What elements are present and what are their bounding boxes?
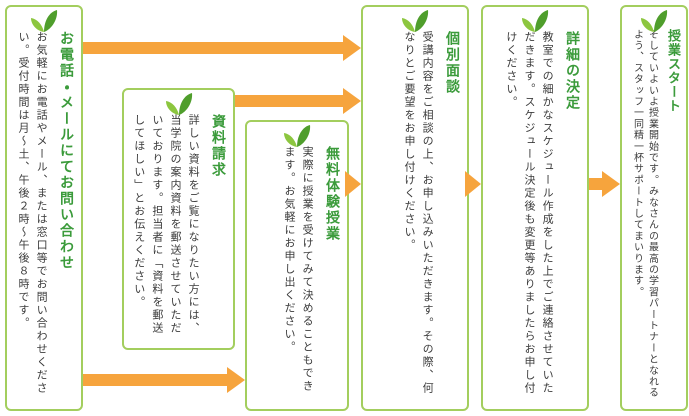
arrow-interview-to-details: [465, 171, 481, 197]
step-body: 実際に授業を受けてみて決めることもできます。お気軽にお申し出ください。: [282, 146, 315, 393]
step-body: そしていよいよ授業開始です。みなさんの最高の学習パートナーとなれるよう、スタッフ…: [631, 29, 658, 399]
step-title: 詳細の決定: [564, 31, 580, 111]
sprout-icon: [639, 9, 669, 33]
arrow-contact-to-interview: [83, 35, 361, 61]
sprout-icon: [282, 124, 312, 148]
step-free-trial-lesson: 無料体験授業 実際に授業を受けてみて決めることもできます。お気軽にお申し出くださ…: [245, 120, 349, 411]
step-interview: 個別面談 受講内容をご相談の上、お申し込みいただきます。その際、何なりとご要望を…: [361, 5, 469, 411]
arrow-details-to-start: [589, 171, 620, 197]
step-title: 資料請求: [210, 114, 226, 178]
step-title: 授業スタート: [665, 29, 680, 113]
step-contact: お電話・メールにてお問い合わせ お気軽にお電話やメール、または窓口等でお問い合わ…: [5, 5, 83, 411]
step-body: 教室での細かなスケジュール作成をした上でご連絡させていただきます。スケジュール決…: [504, 31, 555, 395]
step-schedule-decision: 詳細の決定 教室での細かなスケジュール作成をした上でご連絡させていただきます。ス…: [481, 5, 589, 411]
arrow-trial-to-interview: [345, 171, 361, 197]
sprout-icon: [29, 9, 59, 33]
step-title: お電話・メールにてお問い合わせ: [58, 31, 74, 271]
step-body: お気軽にお電話やメール、または窓口等でお問い合わせください。受付時間は月～土、午…: [16, 31, 49, 395]
step-body: 詳しい資料をご覧になりたい方には、当学院の案内資料を郵送させていただいております…: [132, 114, 201, 335]
step-body: 受講内容をご相談の上、お申し込みいただきます。その際、何なりとご要望をお申し付け…: [402, 31, 435, 395]
step-title: 個別面談: [444, 31, 460, 95]
sprout-icon: [400, 9, 430, 33]
sprout-icon: [164, 92, 194, 116]
arrow-contact-to-trial: [83, 367, 245, 393]
sprout-icon: [520, 9, 550, 33]
step-request-materials: 資料請求 詳しい資料をご覧になりたい方には、当学院の案内資料を郵送させていただい…: [122, 88, 235, 350]
step-lesson-start: 授業スタート そしていよいよ授業開始です。みなさんの最高の学習パートナーとなれる…: [620, 5, 688, 411]
arrow-materials-to-interview: [235, 88, 361, 114]
step-title: 無料体験授業: [324, 146, 340, 242]
